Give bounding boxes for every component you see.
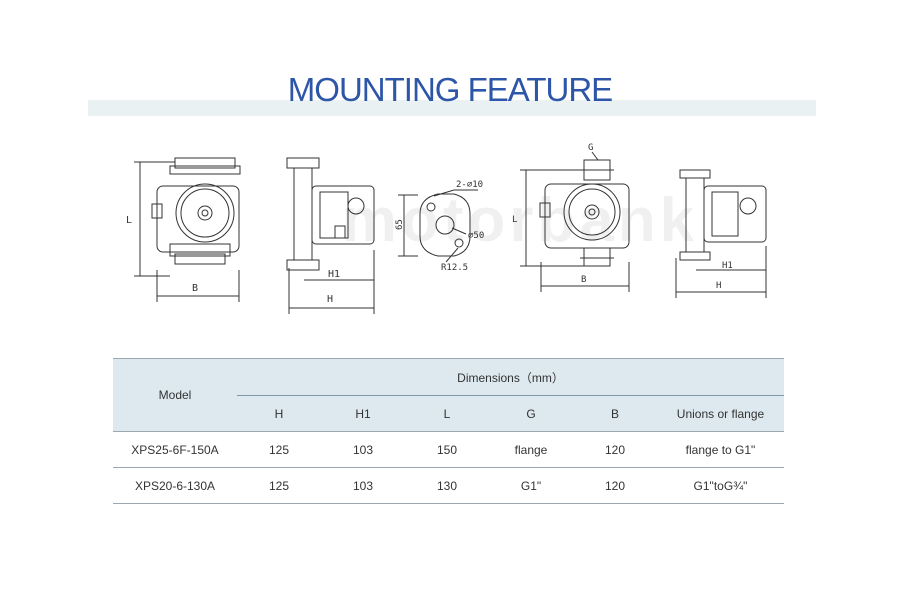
dimensions-table: Model Dimensions（mm） H H1 L G B Unions o…: [113, 358, 784, 504]
cell-G: G1": [489, 467, 573, 504]
title-band: [88, 100, 816, 116]
dim-label-65: 65: [395, 219, 405, 230]
cell-H: 125: [237, 431, 321, 468]
drawing-flange-detail: [398, 189, 478, 263]
col-header-H1: H1: [321, 395, 405, 432]
model-header: Model: [113, 358, 237, 432]
dim-label-2x10: 2-∅10: [456, 180, 483, 190]
dim-label-G: G: [588, 143, 593, 153]
cell-H1: 103: [321, 431, 405, 468]
dim-label-H1-side: H1: [328, 269, 340, 280]
technical-drawings: L B H1 H: [126, 143, 767, 314]
cell-H1: 103: [321, 467, 405, 504]
dim-label-H1-threaded: H1: [722, 261, 733, 271]
col-header-H: H: [237, 395, 321, 432]
cell-unions: G1"toG¾": [657, 467, 784, 504]
cell-model: XPS20-6-130A: [113, 467, 237, 504]
col-header-unions: Unions or flange: [657, 395, 784, 432]
cell-unions: flange to G1": [657, 431, 784, 468]
dim-label-L: L: [126, 215, 132, 226]
col-header-G: G: [489, 395, 573, 432]
dim-label-r125: R12.5: [441, 263, 468, 273]
dim-label-L-threaded: L: [512, 215, 517, 225]
table-row: XPS20-6-130A 125 103 130 G1" 120 G1"toG¾…: [113, 467, 784, 504]
dim-label-d50: ∅50: [468, 231, 484, 241]
cell-G: flange: [489, 431, 573, 468]
drawing-front-threaded-pump: [520, 151, 630, 292]
drawing-front-flange-pump: [134, 157, 241, 302]
dimensions-group-header: Dimensions（mm）: [237, 358, 784, 396]
col-header-L: L: [405, 395, 489, 432]
dim-label-B-threaded: B: [581, 275, 586, 285]
cell-B: 120: [573, 467, 657, 504]
cell-model: XPS25-6F-150A: [113, 431, 237, 468]
drawing-side-flange-pump: [286, 157, 375, 314]
col-header-B: B: [573, 395, 657, 432]
dim-label-H-side: H: [327, 294, 333, 305]
cell-L: 150: [405, 431, 489, 468]
cell-H: 125: [237, 467, 321, 504]
table-row: XPS25-6F-150A 125 103 150 flange 120 fla…: [113, 431, 784, 468]
dim-label-B: B: [192, 283, 198, 294]
dim-label-H-threaded: H: [716, 281, 721, 291]
cell-L: 130: [405, 467, 489, 504]
drawing-side-threaded-pump: [675, 169, 767, 298]
page-title: MOUNTING FEATURE: [287, 71, 613, 108]
cell-B: 120: [573, 431, 657, 468]
